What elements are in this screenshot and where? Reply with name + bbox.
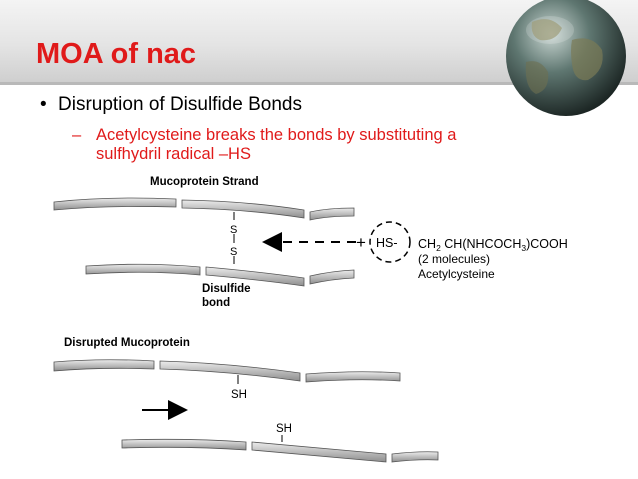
bullet-text: Disruption of Disulfide Bonds [58,94,302,115]
sulfur-bottom: S [230,246,237,258]
sub-bullet-dash: – [72,126,82,144]
disulfide-bond-label-2: bond [202,297,230,309]
label-disrupted-mucoprotein: Disrupted Mucoprotein [64,337,190,349]
slide-title: MOA of nac [36,38,197,70]
plus-sign: + [356,233,366,252]
sub-bullet-line2: sulfhydril radical –HS [96,145,251,163]
disulfide-bond-label-1: Disulfide [202,283,251,295]
sh-label-2: SH [276,423,292,435]
hs-group-circle [369,221,411,263]
acetylcysteine-formula: CH2 CH(NHCOCH3)COOH [418,237,568,253]
bullet-dot: • [40,94,47,115]
label-mucoprotein-strand: Mucoprotein Strand [150,176,259,188]
disrupted-strand-1 [53,359,401,383]
bottom-strand [85,263,355,287]
disrupted-strand-2 [121,438,439,463]
sub-bullet-line1: Acetylcysteine breaks the bonds by subst… [96,126,457,144]
acetylcysteine-label: Acetylcysteine [418,267,495,281]
hs-label: HS- [376,236,398,250]
top-strand [53,197,355,221]
mechanism-diagram: Mucoprotein Strand S S + HS- CH2 CH(NHCO… [53,176,568,463]
sub-bullet-item: – Acetylcysteine breaks the bonds by sub… [72,126,592,164]
header-divider [0,82,638,85]
sulfur-top: S [230,224,237,236]
molecules-count: (2 molecules) [418,252,490,266]
globe-icon [506,0,626,116]
sh-label-1: SH [231,389,247,401]
bullet-item: • Disruption of Disulfide Bonds [40,94,302,116]
